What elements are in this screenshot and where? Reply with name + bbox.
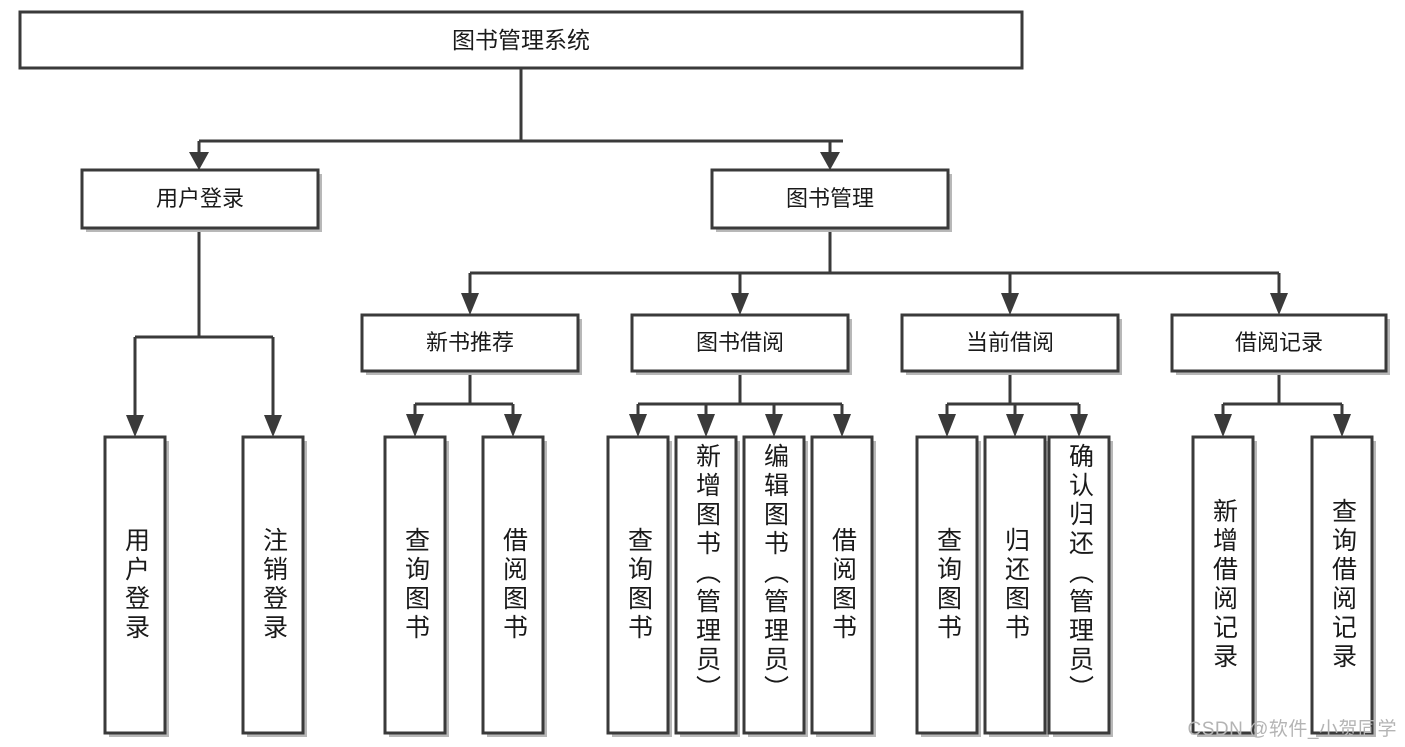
root-label: 图书管理系统 — [452, 27, 590, 53]
leaf-node-confirm-return-admin[interactable] — [1047, 435, 1113, 737]
watermark-text: CSDN @软件_小贺同学 — [1187, 719, 1397, 740]
arrow-to-current-borrow — [1001, 293, 1019, 315]
leaf-box[interactable] — [674, 435, 738, 735]
leaf-node-borrow-book-bb[interactable] — [810, 435, 876, 737]
book-borrow-label: 图书借阅 — [696, 330, 784, 355]
leaf-box[interactable] — [1191, 435, 1255, 735]
leaf-node-return-book[interactable] — [983, 435, 1049, 737]
book-mgmt-label: 图书管理 — [786, 186, 874, 211]
arrow-to-book-borrow — [731, 293, 749, 315]
arrow-currentborrow-leaf-2 — [1006, 414, 1024, 437]
node-book-borrow[interactable]: 图书借阅 — [630, 313, 852, 375]
arrow-bookborrow-leaf-3 — [765, 414, 783, 437]
book-mgmt-box[interactable] — [710, 168, 950, 230]
node-book-management[interactable]: 图书管理 — [710, 168, 952, 232]
arrow-to-new-book — [461, 293, 479, 315]
user-login-box[interactable] — [80, 168, 320, 230]
leaf-box[interactable] — [810, 435, 874, 735]
leaf-node-query-book-cb[interactable] — [915, 435, 981, 737]
arrow-borrowrecords-leaf-1 — [1214, 414, 1232, 437]
arrow-bookborrow-leaf-2 — [697, 414, 715, 437]
node-new-book-recommend[interactable]: 新书推荐 — [360, 313, 582, 375]
leaf-box[interactable] — [915, 435, 979, 735]
arrow-newbook-leaf-2 — [504, 414, 522, 437]
arrow-to-user-login — [189, 152, 209, 170]
current-borrow-box[interactable] — [900, 313, 1120, 373]
node-user-login[interactable]: 用户登录 — [80, 168, 322, 232]
new-book-box[interactable] — [360, 313, 580, 373]
leaf-node-query-book-nb[interactable] — [383, 435, 449, 737]
leaf-node-add-borrow-record[interactable] — [1191, 435, 1257, 737]
book-borrow-box[interactable] — [630, 313, 850, 373]
arrow-to-leaf-logout — [264, 415, 282, 437]
leaf-box[interactable] — [1310, 435, 1374, 735]
user-login-label: 用户登录 — [156, 186, 244, 211]
leaf-node-add-book-admin[interactable] — [674, 435, 740, 737]
leaf-box[interactable] — [241, 435, 305, 735]
node-borrow-records[interactable]: 借阅记录 — [1170, 313, 1390, 375]
arrow-borrowrecords-leaf-2 — [1333, 414, 1351, 437]
node-current-borrow[interactable]: 当前借阅 — [900, 313, 1122, 375]
current-borrow-label: 当前借阅 — [966, 330, 1054, 355]
leaf-box[interactable] — [1047, 435, 1111, 735]
connector-layer — [126, 68, 1351, 437]
leaf-node-query-borrow-record[interactable] — [1310, 435, 1376, 737]
leaf-node-query-book-bb[interactable] — [606, 435, 672, 737]
leaf-box[interactable] — [481, 435, 545, 735]
arrow-newbook-leaf-1 — [406, 414, 424, 437]
leaf-box[interactable] — [606, 435, 670, 735]
arrow-to-borrow-records — [1270, 293, 1288, 315]
leaf-node-logout[interactable] — [241, 435, 307, 737]
leaf-node-user-login[interactable] — [103, 435, 169, 737]
arrow-bookborrow-leaf-1 — [629, 414, 647, 437]
root-box[interactable] — [18, 10, 1024, 70]
leaf-node-edit-book-admin[interactable] — [742, 435, 808, 737]
node-root-system[interactable]: 图书管理系统 — [18, 10, 1024, 70]
leaf-box[interactable] — [983, 435, 1047, 735]
arrow-bookborrow-leaf-4 — [833, 414, 851, 437]
arrow-to-book-mgmt — [820, 152, 840, 170]
leaf-box[interactable] — [103, 435, 167, 735]
arrow-currentborrow-leaf-3 — [1070, 414, 1088, 437]
leaf-box[interactable] — [742, 435, 806, 735]
leaf-box[interactable] — [383, 435, 447, 735]
leaf-node-borrow-book-nb[interactable] — [481, 435, 547, 737]
arrow-to-leaf-user-login — [126, 415, 144, 437]
leaf-boxes-layer — [103, 435, 1376, 737]
new-book-label: 新书推荐 — [426, 330, 514, 355]
arrow-currentborrow-leaf-1 — [938, 414, 956, 437]
borrow-records-label: 借阅记录 — [1235, 330, 1323, 355]
borrow-records-box[interactable] — [1170, 313, 1388, 373]
